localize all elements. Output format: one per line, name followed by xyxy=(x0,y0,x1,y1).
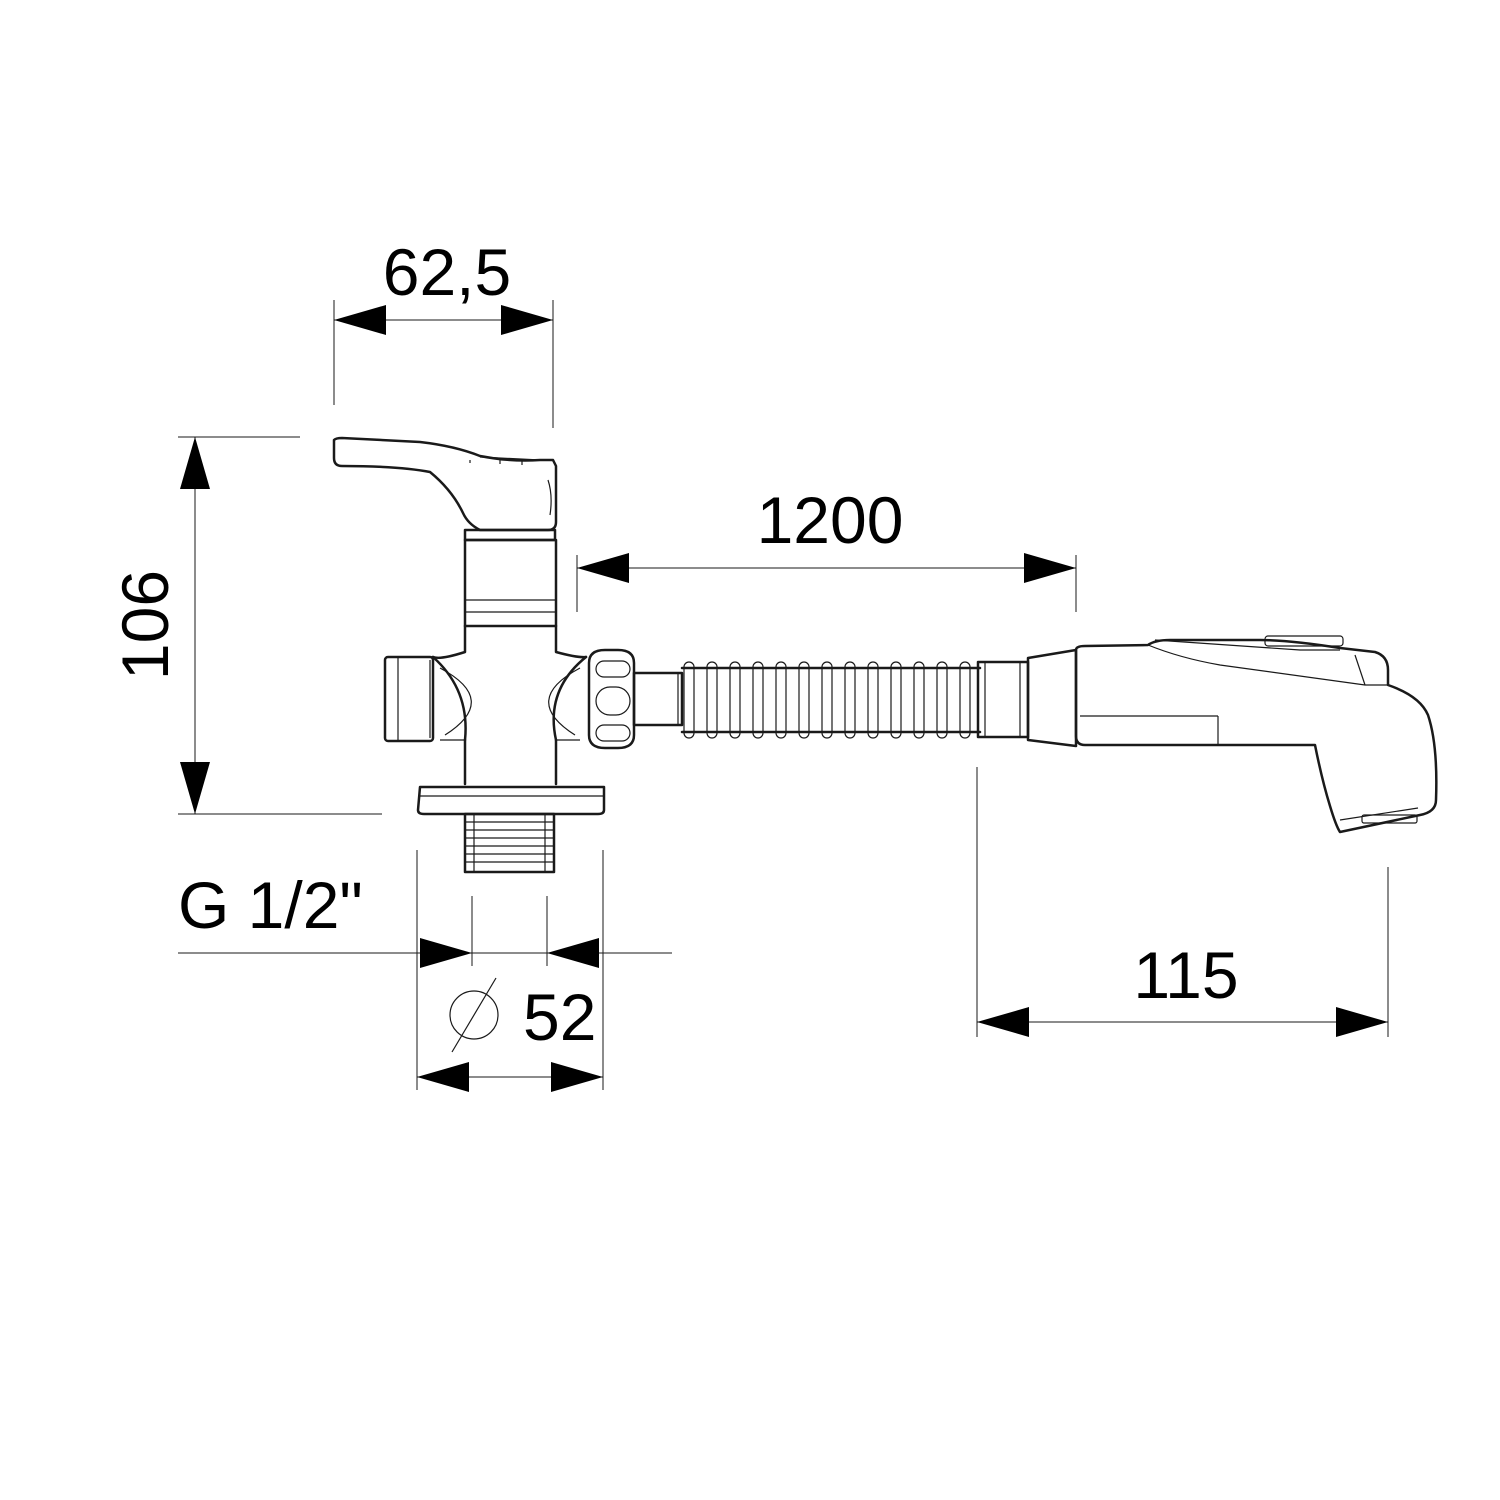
arrow-left xyxy=(547,938,599,968)
height-label: 106 xyxy=(108,570,182,680)
arrow-left xyxy=(417,1062,469,1092)
dimension-hose-length: 1200 xyxy=(576,483,1077,612)
arrow-left xyxy=(577,553,629,583)
arrow-right xyxy=(501,305,553,335)
dimension-thread: G 1/2" xyxy=(178,868,672,968)
hose-connector-nut xyxy=(587,648,636,750)
lever-width-label: 62,5 xyxy=(383,235,511,309)
thread-label: G 1/2" xyxy=(178,868,363,942)
flexible-hose xyxy=(680,661,982,739)
dimension-flange-diameter: 52 xyxy=(416,850,604,1092)
arrow-down xyxy=(180,762,210,814)
dimension-handshower-length: 115 xyxy=(976,767,1389,1037)
arrow-right xyxy=(1024,553,1076,583)
dimension-lever-width: 62,5 xyxy=(333,235,554,428)
mounting-flange xyxy=(416,785,606,816)
threaded-connection xyxy=(463,812,556,874)
hose-fitting xyxy=(632,671,684,727)
arrow-right xyxy=(420,938,472,968)
arrow-left xyxy=(334,305,386,335)
hand-shower xyxy=(1074,635,1438,834)
arrow-right xyxy=(1336,1007,1388,1037)
arrow-right xyxy=(551,1062,603,1092)
flange-diameter-label: 52 xyxy=(523,980,596,1054)
left-outlet-connector xyxy=(383,655,435,743)
hose-length-label: 1200 xyxy=(757,483,904,557)
dimension-total-height: 106 xyxy=(108,436,382,815)
valve-lever-handle xyxy=(332,436,558,532)
arrow-up xyxy=(180,437,210,489)
valve-body xyxy=(431,528,588,786)
handshower-length-label: 115 xyxy=(1133,938,1238,1012)
arrow-left xyxy=(977,1007,1029,1037)
handshower-sleeve xyxy=(976,648,1078,748)
diameter-symbol xyxy=(449,977,499,1053)
